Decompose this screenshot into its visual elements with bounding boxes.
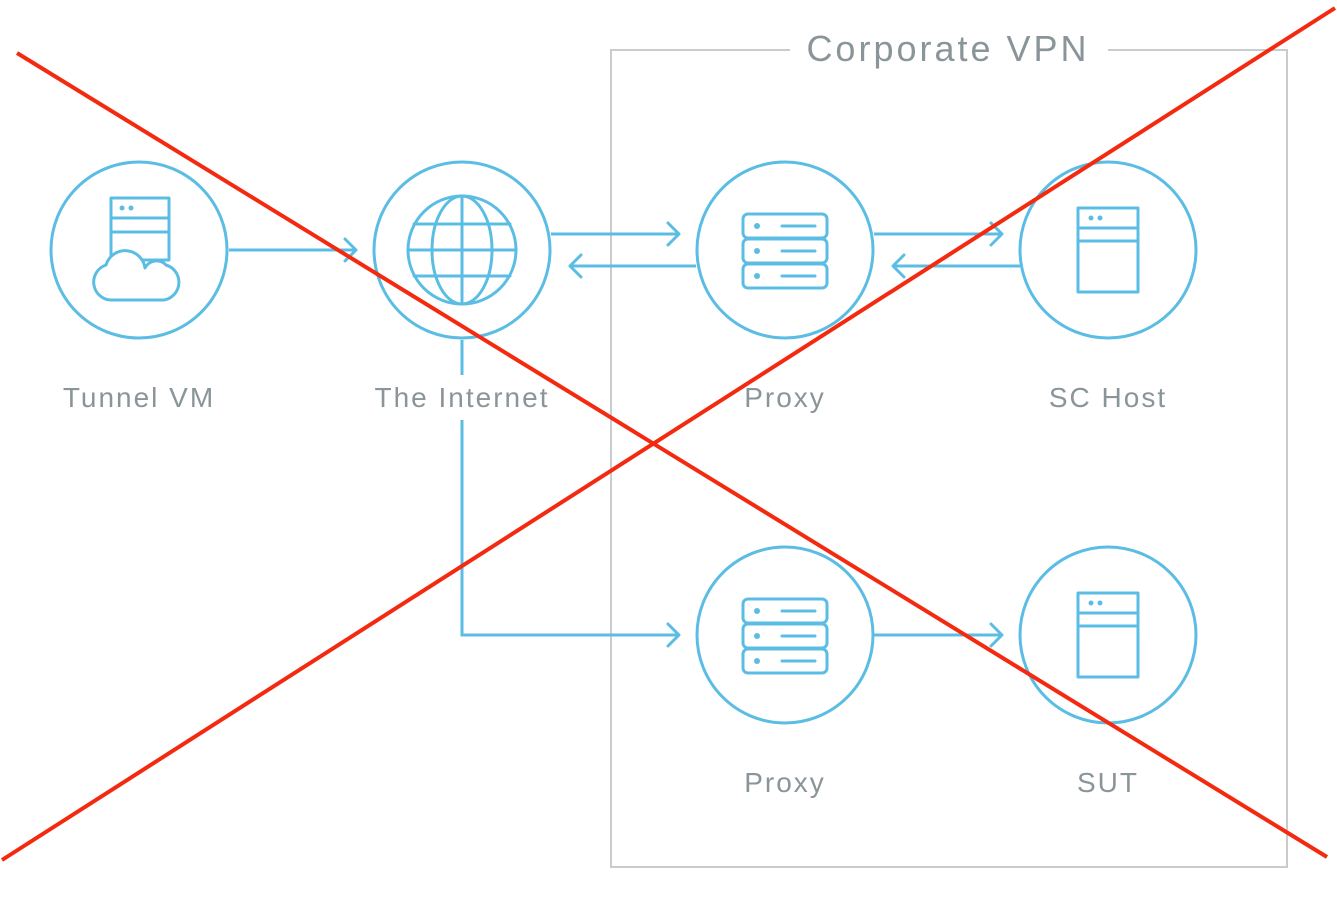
cross-line	[15, 51, 1329, 859]
corporate-vpn-box	[610, 49, 1288, 868]
arrowhead-right	[989, 622, 1004, 648]
node-label: SC Host	[1049, 382, 1167, 413]
arrowhead-left	[891, 253, 906, 279]
node-tunnel-vm: Tunnel VM	[49, 160, 229, 413]
server-stack-icon	[741, 597, 829, 675]
server-icon	[1076, 206, 1140, 294]
arrowhead-right	[666, 221, 681, 247]
node-label: The Internet	[375, 382, 550, 413]
node-label: Proxy	[744, 767, 826, 798]
globe-icon	[406, 194, 518, 306]
cross-line	[0, 6, 1337, 862]
node-ring	[1018, 545, 1198, 725]
node-proxy-top: Proxy	[695, 160, 875, 413]
server-stack-icon	[741, 212, 829, 290]
arrowhead-right	[666, 622, 681, 648]
node-label: Tunnel VM	[63, 382, 215, 413]
node-ring	[49, 160, 229, 340]
server-cloud-icon	[92, 196, 181, 302]
cross-out-overlay	[0, 6, 1337, 862]
corporate-vpn-group: Corporate VPN	[610, 28, 1288, 868]
arrowhead-left	[568, 253, 583, 279]
corporate-vpn-title: Corporate VPN	[806, 28, 1089, 69]
node-internet: The Internet	[372, 160, 552, 413]
node-proxy-bottom: Proxy	[695, 545, 875, 798]
node-ring	[1018, 160, 1198, 340]
node-sut: SUT	[1018, 545, 1198, 798]
node-label: SUT	[1077, 767, 1139, 798]
node-sc-host: SC Host	[1018, 160, 1198, 413]
node-label: Proxy	[744, 382, 826, 413]
connectors	[229, 221, 1020, 648]
server-icon	[1076, 591, 1140, 679]
connector-internet-proxy-bottom	[460, 420, 679, 637]
